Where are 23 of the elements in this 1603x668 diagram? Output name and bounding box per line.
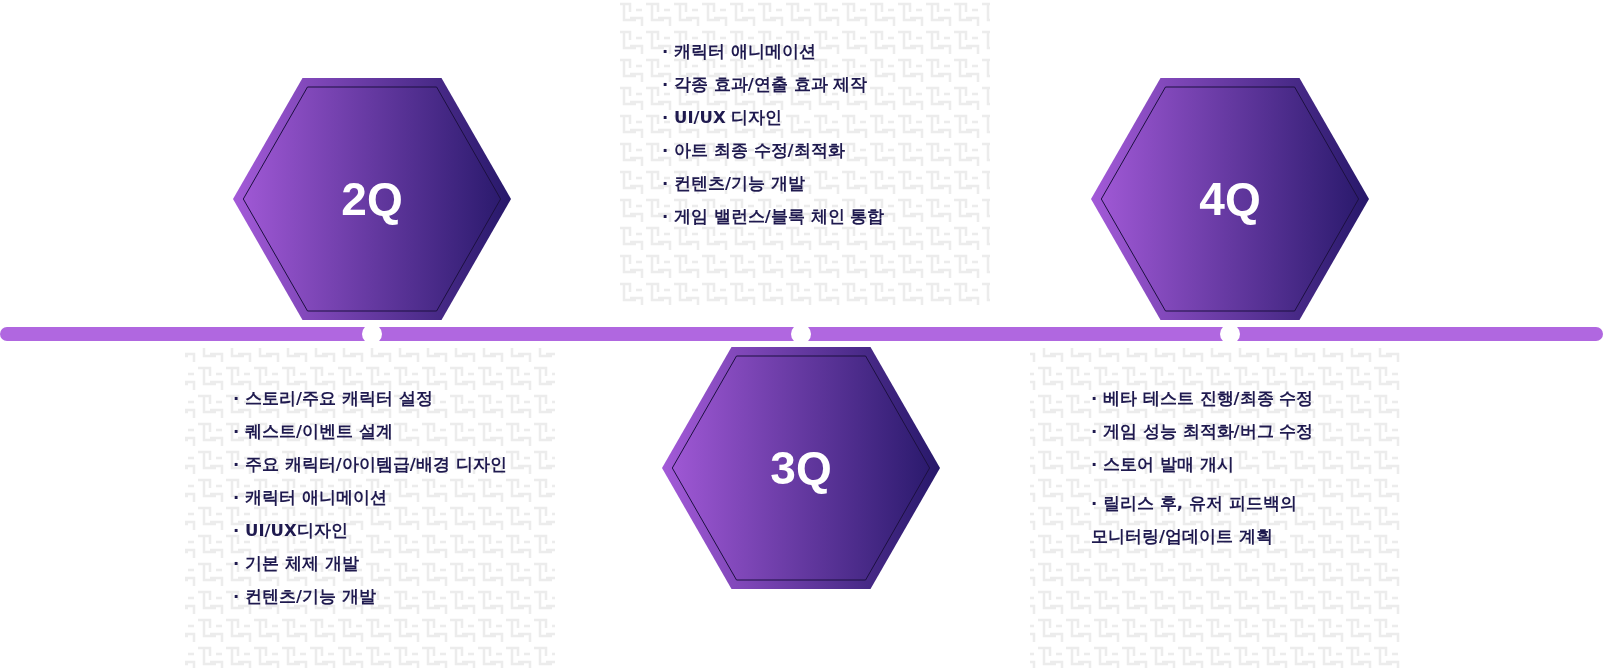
bullet-item: · 릴리스 후, 유저 피드백의 모니터링/업데이트 계획	[1091, 493, 1298, 548]
quarter-label: 2Q	[340, 172, 404, 226]
bullet-item: · 캐릭터 애니메이션	[662, 41, 816, 63]
hexagon-badge	[662, 347, 940, 589]
bullet-item: · 컨텐츠/기능 개발	[233, 586, 376, 608]
bullet-item: · UI/UX 디자인	[662, 107, 783, 129]
bullet-item: · 퀘스트/이벤트 설계	[233, 421, 393, 443]
hexagon-badge	[233, 78, 511, 320]
bullet-item: · 주요 캐릭터/아이템급/배경 디자인	[233, 454, 507, 476]
quarter-label: 3Q	[769, 441, 833, 495]
bullet-item: · 캐릭터 애니메이션	[233, 487, 387, 509]
quarter-label: 4Q	[1198, 172, 1262, 226]
bullet-item: · 아트 최종 수정/최적화	[662, 140, 845, 162]
bullet-item: · 각종 효과/연출 효과 제작	[662, 74, 868, 96]
bullet-item: · 게임 성능 최적화/버그 수정	[1091, 421, 1314, 443]
bullet-item: · 베타 테스트 진행/최종 수정	[1091, 388, 1314, 410]
bullet-item: · 스토어 발매 개시	[1091, 454, 1234, 476]
hexagon-badge	[1091, 78, 1369, 320]
bullet-item: · UI/UX디자인	[233, 520, 348, 542]
bullet-item: · 스토리/주요 캐릭터 설정	[233, 388, 433, 410]
bullet-item: · 게임 밸런스/블록 체인 통합	[662, 206, 885, 228]
bullet-item: · 기본 체제 개발	[233, 553, 359, 575]
bullet-item: · 컨텐츠/기능 개발	[662, 173, 805, 195]
